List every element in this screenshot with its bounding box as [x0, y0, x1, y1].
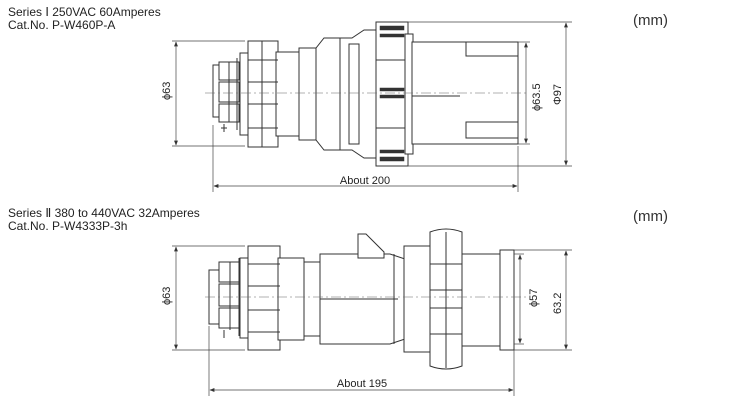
- drawing2-header: Series Ⅱ 380 to 440VAC 32Amperes Cat.No.…: [8, 207, 200, 233]
- drawing1-plug: [205, 21, 528, 167]
- drawing2-unit-label: (mm): [633, 208, 668, 225]
- drawing2-pins: [208, 258, 242, 338]
- drawing2-plug: [205, 228, 528, 370]
- drawing1-dia-left-label: ϕ63: [161, 82, 173, 100]
- drawing2-series-label: Series Ⅱ 380 to 440VAC 32Amperes: [8, 206, 200, 220]
- drawing1-dia-mid-label: ϕ63.5: [531, 83, 543, 111]
- drawing1-series-label: Series Ⅰ 250VAC 60Amperes: [8, 5, 161, 19]
- drawing2-sleeve: [461, 249, 515, 351]
- drawing1-body: [298, 29, 379, 159]
- drawing1-unit-label: (mm): [633, 12, 668, 29]
- drawing2-body: [303, 233, 409, 345]
- drawing2-catno-label: Cat.No. P-W4333P-3h: [8, 219, 128, 233]
- drawing2-length-label: About 195: [337, 378, 387, 390]
- drawing1-header: Series Ⅰ 250VAC 60Amperes Cat.No. P-W460…: [8, 6, 161, 32]
- drawing1-pins: [212, 58, 240, 132]
- drawing2-gland: [239, 245, 305, 351]
- drawing1-gland: [239, 40, 300, 148]
- drawing1-catno-label: Cat.No. P-W460P-A: [8, 18, 116, 32]
- drawing2-dia-right-label: 63.2: [552, 293, 564, 314]
- drawing2-dimensions: ϕ63 ϕ57 63.2 About 195: [161, 245, 572, 396]
- drawing1-length-label: About 200: [340, 175, 390, 187]
- drawing1-dia-right-label: Φ97: [552, 84, 564, 105]
- drawing2-ring: [403, 228, 463, 370]
- drawing2-dia-left-label: ϕ63: [161, 287, 173, 305]
- drawing2-dia-mid-label: ϕ57: [528, 289, 540, 307]
- drawing1-dimensions: ϕ63 ϕ63.5 Φ97 About 200: [161, 21, 572, 192]
- drawing1-ring: [375, 21, 414, 167]
